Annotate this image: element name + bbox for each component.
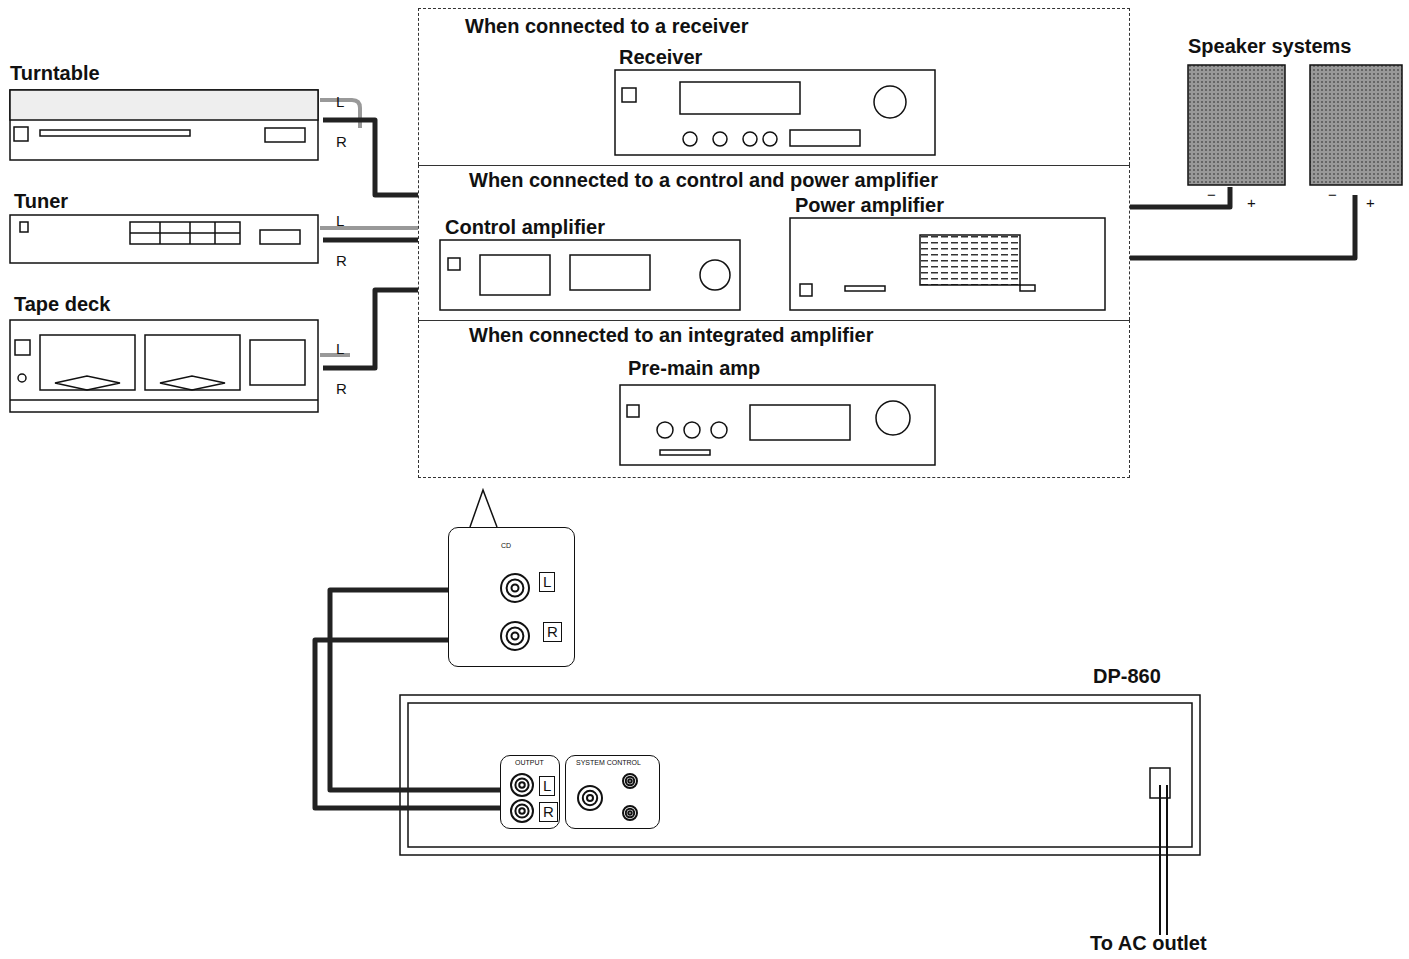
node-label: Control amplifier xyxy=(445,216,605,238)
cable-connector xyxy=(323,290,418,368)
device-unit: Tuner xyxy=(8,190,323,264)
terminal-label: + xyxy=(1247,194,1256,212)
node-label: When connected to an integrated amplifie… xyxy=(469,324,874,346)
jack-label: R xyxy=(543,622,562,642)
cable xyxy=(320,226,418,230)
node-label: Turntable xyxy=(10,62,100,84)
output-panel: OUTPUT LR xyxy=(500,755,560,829)
note-label: To AC outlet xyxy=(1090,932,1207,954)
rca-jack xyxy=(621,772,639,790)
node-label: CD xyxy=(501,542,511,550)
terminal-label: L xyxy=(336,212,344,230)
node-label: DP-860 xyxy=(1093,665,1161,687)
device-unit: Tape deck xyxy=(8,293,323,413)
node-label: Power amplifier xyxy=(795,194,944,216)
node-label: Tuner xyxy=(14,190,68,212)
terminal-label: L xyxy=(336,340,344,358)
terminal-label: R xyxy=(336,252,347,270)
node-label: Pre-main amp xyxy=(628,357,760,379)
jack-callout: CD L R xyxy=(448,527,575,667)
option-band: When connected to an integrated amplifie… xyxy=(418,320,1130,478)
terminal-label: − xyxy=(1328,186,1337,204)
cable-connector xyxy=(1130,187,1230,207)
terminal-label: + xyxy=(1366,194,1375,212)
node-label: Receiver xyxy=(619,46,702,68)
jack-label: L xyxy=(539,572,555,592)
jack-label: L xyxy=(539,776,555,796)
rca-jack xyxy=(499,620,531,652)
terminal-label: R xyxy=(336,133,347,151)
speaker-unit: Speaker systems xyxy=(1185,35,1405,187)
node-label: When connected to a control and power am… xyxy=(469,169,938,191)
player-unit: DP-860OUTPUT LR SYSTEM CONTROL xyxy=(400,665,1205,857)
node-label: Tape deck xyxy=(14,293,110,315)
jack-label: R xyxy=(539,802,558,822)
device-unit: Receiver xyxy=(613,46,939,158)
node-label: Speaker systems xyxy=(1188,35,1351,57)
node-label: When connected to a receiver xyxy=(465,15,748,37)
speaker-cable xyxy=(1130,195,1355,258)
node-label: SYSTEM CONTROL xyxy=(576,759,641,767)
terminal-label: R xyxy=(336,380,347,398)
cable-connector xyxy=(323,238,418,243)
cable xyxy=(320,353,350,357)
device-unit: Control amplifier xyxy=(439,211,745,313)
device-unit: Pre-main amp xyxy=(618,357,940,469)
terminal-label: − xyxy=(1207,186,1216,204)
cable-connector xyxy=(323,120,418,195)
control-panel: SYSTEM CONTROL xyxy=(565,755,660,829)
terminal-label: L xyxy=(336,93,344,111)
rca-jack xyxy=(499,572,531,604)
option-band: When connected to a control and power am… xyxy=(418,165,1130,320)
rca-jack xyxy=(576,784,604,812)
device-unit: Turntable xyxy=(8,62,323,164)
rca-jack xyxy=(509,772,535,798)
rca-jack xyxy=(621,804,639,822)
device-unit: Power amplifier xyxy=(789,191,1109,315)
option-band: When connected to a receiverReceiver xyxy=(418,8,1130,165)
node-label: OUTPUT xyxy=(515,759,544,767)
rca-jack xyxy=(509,798,535,824)
